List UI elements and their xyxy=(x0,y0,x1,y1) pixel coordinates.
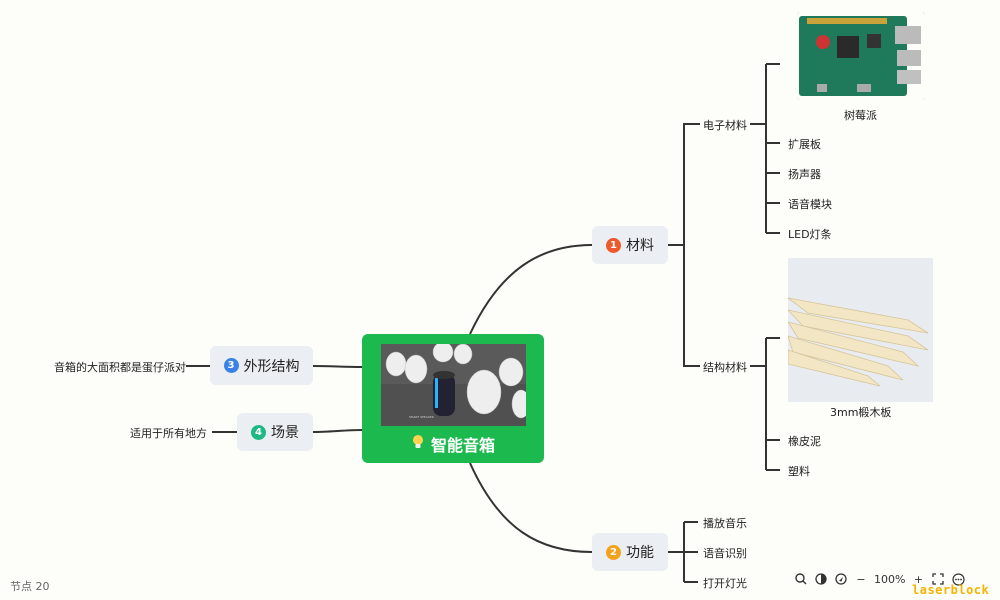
zoom-toolbar: − 100% + xyxy=(794,572,965,586)
leaf-play-music[interactable]: 播放音乐 xyxy=(703,517,747,530)
leaf-shape-description[interactable]: 音箱的大面积都是蛋仔派对 xyxy=(54,361,186,374)
theme-icon[interactable] xyxy=(814,572,828,586)
branch-label: 外形结构 xyxy=(243,358,300,375)
branch-materials[interactable]: 1 材料 xyxy=(592,226,668,264)
branch-label: 功能 xyxy=(626,545,654,561)
root-title: 智能音箱 xyxy=(430,436,495,455)
branch-number-badge: 1 xyxy=(606,237,621,253)
basswood-board-image xyxy=(788,258,933,402)
zoom-out-button[interactable]: − xyxy=(856,572,866,586)
zoom-level: 100% xyxy=(874,572,906,586)
leaf-speaker[interactable]: 扬声器 xyxy=(788,168,821,181)
search-icon[interactable] xyxy=(794,572,808,586)
leaf-turn-on-light[interactable]: 打开灯光 xyxy=(703,577,747,590)
branch-number-badge: 4 xyxy=(251,424,266,440)
more-icon[interactable] xyxy=(951,572,965,586)
locate-icon[interactable] xyxy=(834,572,848,586)
branch-label: 材料 xyxy=(626,238,654,254)
leaf-voice-module[interactable]: 语音模块 xyxy=(788,198,832,211)
branch-number-badge: 2 xyxy=(606,544,621,560)
leaf-raspberry-pi[interactable]: 树莓派 xyxy=(844,109,877,122)
branch-number-badge: 3 xyxy=(223,358,239,373)
node-structural-materials[interactable]: 结构材料 xyxy=(703,361,747,374)
branch-label: 场景 xyxy=(271,425,299,441)
branch-function[interactable]: 2 功能 xyxy=(592,533,668,571)
leaf-basswood-board[interactable]: 3mm椴木板 xyxy=(830,406,892,419)
svg-text:SMART SPEAKER: SMART SPEAKER xyxy=(409,415,434,419)
leaf-plastic[interactable]: 塑料 xyxy=(788,465,810,478)
node-electronic-materials[interactable]: 电子材料 xyxy=(703,119,747,132)
zoom-in-button[interactable]: + xyxy=(913,572,924,586)
brand-watermark: laserblock xyxy=(912,583,990,597)
branch-scene[interactable]: 4 场景 xyxy=(237,413,313,451)
leaf-expansion-board[interactable]: 扩展板 xyxy=(788,138,821,151)
leaf-led-strip[interactable]: LED灯条 xyxy=(788,228,832,241)
leaf-plasticine[interactable]: 橡皮泥 xyxy=(788,435,821,448)
root-title-row: 智能音箱 xyxy=(380,432,526,456)
speaker-product-image: SMART SPEAKER xyxy=(380,344,526,426)
fullscreen-icon[interactable] xyxy=(931,572,945,586)
raspberry-pi-image xyxy=(797,12,925,100)
node-count: 节点 20 xyxy=(10,580,50,593)
leaf-scene-description[interactable]: 适用于所有地方 xyxy=(130,427,207,440)
leaf-voice-recognition[interactable]: 语音识别 xyxy=(703,547,747,560)
lightbulb-icon xyxy=(411,434,425,454)
root-node[interactable]: SMART SPEAKER 智能音箱 xyxy=(362,334,544,463)
branch-shape[interactable]: 3 外形结构 xyxy=(210,346,313,385)
